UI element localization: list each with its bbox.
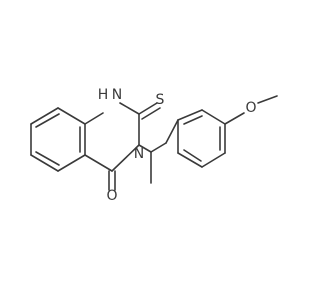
bond bbox=[119, 102, 140, 115]
double-bond-inner bbox=[183, 149, 202, 162]
bond bbox=[177, 152, 203, 168]
benzo-ring bbox=[30, 107, 86, 172]
bond bbox=[201, 109, 226, 125]
s-label: S bbox=[156, 92, 165, 108]
methoxy-bond bbox=[224, 112, 245, 125]
atom-labels: H N S N O O bbox=[98, 87, 257, 204]
h-label: H bbox=[98, 87, 109, 103]
methoxyphenyl-ring bbox=[165, 95, 278, 168]
double-bond-inner bbox=[35, 151, 60, 166]
ethyl-linker bbox=[138, 142, 167, 184]
bond bbox=[30, 154, 59, 172]
double-bond-inner bbox=[183, 115, 203, 125]
bond bbox=[84, 154, 113, 172]
thione-double-bond bbox=[138, 102, 158, 115]
n3-label: N bbox=[134, 146, 144, 162]
bond bbox=[201, 152, 226, 168]
double-bond-inner bbox=[35, 113, 60, 128]
pyrimidine-ring bbox=[84, 102, 161, 191]
methoxy-bond bbox=[257, 95, 278, 104]
bond bbox=[57, 154, 86, 172]
bond bbox=[84, 112, 104, 125]
bond bbox=[111, 144, 140, 172]
structure-svg: H N S N O O bbox=[30, 87, 278, 204]
carbonyl-o-label: O bbox=[106, 188, 117, 204]
n1-label: N bbox=[112, 87, 122, 103]
bond bbox=[30, 107, 59, 125]
bond bbox=[165, 119, 179, 144]
methoxy-o-label: O bbox=[245, 100, 256, 116]
molecule-diagram: H N S N O O bbox=[30, 87, 278, 204]
thione-double-bond bbox=[141, 107, 161, 120]
bond bbox=[138, 144, 152, 153]
bond bbox=[57, 107, 86, 125]
bond bbox=[150, 142, 167, 153]
bond bbox=[177, 109, 203, 121]
